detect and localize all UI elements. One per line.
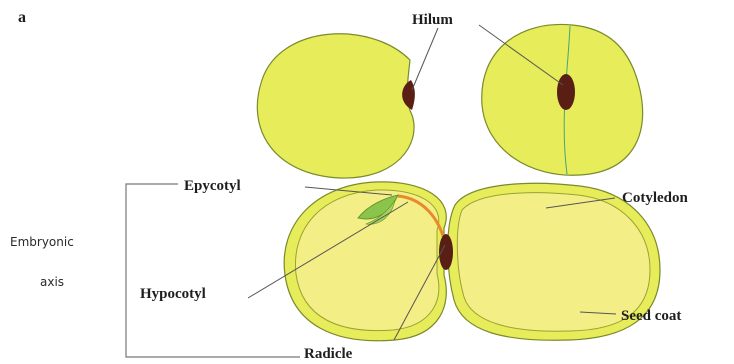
label-cotyledon: Cotyledon <box>622 190 688 206</box>
seed-body <box>257 34 414 178</box>
label-embryonic: Embryonic <box>10 235 74 249</box>
label-epycotyl: Epycotyl <box>184 178 241 194</box>
label-seed-coat: Seed coat <box>621 308 681 324</box>
label-radicle: Radicle <box>304 346 353 362</box>
panel-letter: a <box>18 9 26 26</box>
label-hypocotyl: Hypocotyl <box>140 286 206 302</box>
embryonic-axis-bracket <box>126 184 300 357</box>
seed-front-view <box>482 24 643 175</box>
label-axis: axis <box>40 275 64 289</box>
label-hilum: Hilum <box>412 12 453 28</box>
hilum-spot-front <box>557 74 575 110</box>
hilum-leader-side <box>412 28 438 90</box>
seed-side-view <box>257 34 415 178</box>
